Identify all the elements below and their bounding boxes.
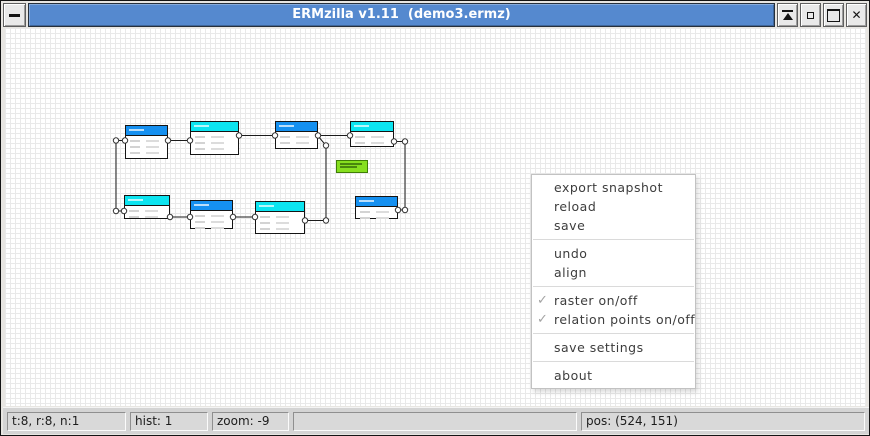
menu-item-save[interactable]: save bbox=[532, 216, 695, 235]
entity-node-t2[interactable] bbox=[190, 121, 239, 155]
menu-item-export-snapshot[interactable]: export snapshot bbox=[532, 178, 695, 197]
window-title: ERMzilla v1.11 (demo3.ermz) bbox=[28, 3, 775, 27]
entity-node-t6[interactable] bbox=[190, 200, 233, 229]
menu-separator bbox=[533, 286, 694, 287]
menu-item-label: save settings bbox=[554, 340, 644, 355]
status-panel-history: hist: 1 bbox=[130, 411, 208, 431]
entity-node-t3[interactable] bbox=[275, 121, 318, 149]
checkmark-icon: ✓ bbox=[537, 293, 549, 308]
checkmark-icon: ✓ bbox=[537, 312, 549, 327]
entity-header bbox=[125, 196, 169, 206]
entity-header bbox=[276, 122, 317, 132]
entity-field-row bbox=[125, 206, 169, 212]
context-menu: export snapshot reload save undo align ✓ raste… bbox=[531, 174, 696, 389]
menu-item-label: undo bbox=[554, 246, 588, 261]
menu-separator bbox=[533, 361, 694, 362]
entity-node-t1[interactable] bbox=[125, 125, 168, 159]
entity-node-t8[interactable] bbox=[355, 196, 398, 219]
entity-field-row bbox=[125, 212, 169, 218]
entity-header bbox=[256, 202, 304, 212]
menu-item-about[interactable]: about bbox=[532, 366, 695, 385]
diagram-canvas[interactable]: export snapshot reload save undo align ✓ raste… bbox=[5, 28, 866, 406]
close-button[interactable]: ✕ bbox=[846, 3, 867, 27]
entity-field-row bbox=[256, 224, 304, 230]
shade-icon bbox=[782, 10, 793, 20]
entity-field-row bbox=[256, 212, 304, 218]
status-panel-spare bbox=[293, 411, 577, 431]
entity-field-row bbox=[191, 217, 232, 223]
entity-header bbox=[356, 197, 397, 207]
entity-field-row bbox=[356, 207, 397, 213]
entity-field-row bbox=[276, 138, 317, 144]
entity-header bbox=[191, 122, 238, 132]
menu-item-label: about bbox=[554, 368, 593, 383]
entity-field-row bbox=[126, 136, 167, 142]
menu-separator bbox=[533, 239, 694, 240]
entity-field-row bbox=[256, 218, 304, 224]
entity-field-row bbox=[191, 144, 238, 150]
entity-field-row bbox=[126, 142, 167, 148]
entity-header bbox=[126, 126, 167, 136]
entity-field-row bbox=[191, 132, 238, 138]
note-node[interactable] bbox=[336, 160, 368, 173]
entity-field-row bbox=[351, 138, 393, 144]
menu-item-raster-on-off[interactable]: ✓ raster on/off bbox=[532, 291, 695, 310]
menu-item-label: align bbox=[554, 265, 587, 280]
menu-item-save-settings[interactable]: save settings bbox=[532, 338, 695, 357]
menu-item-relation-points-on-off[interactable]: ✓ relation points on/off bbox=[532, 310, 695, 329]
entity-node-t7[interactable] bbox=[255, 201, 305, 234]
menu-item-label: save bbox=[554, 218, 586, 233]
entity-field-row bbox=[356, 213, 397, 219]
entity-field-row bbox=[126, 148, 167, 154]
entity-field-row bbox=[191, 211, 232, 217]
entity-field-row bbox=[276, 132, 317, 138]
entity-node-t5[interactable] bbox=[124, 195, 170, 219]
iconify-icon bbox=[807, 11, 814, 19]
menu-item-label: relation points on/off bbox=[554, 312, 696, 327]
menu-item-undo[interactable]: undo bbox=[532, 244, 695, 263]
window-menu-button[interactable] bbox=[3, 3, 26, 27]
close-icon: ✕ bbox=[851, 8, 862, 22]
entity-header bbox=[191, 201, 232, 211]
entity-field-row bbox=[191, 223, 232, 229]
iconify-button[interactable] bbox=[800, 3, 821, 27]
maximize-button[interactable] bbox=[823, 3, 844, 27]
maximize-icon bbox=[827, 8, 840, 22]
titlebar: ERMzilla v1.11 (demo3.ermz) ✕ bbox=[3, 3, 867, 27]
status-panel-position: pos: (524, 151) bbox=[581, 411, 865, 431]
entity-node-t4[interactable] bbox=[350, 121, 394, 147]
status-panel-counts: t:8, r:8, n:1 bbox=[7, 411, 126, 431]
node-layer bbox=[5, 28, 866, 406]
entity-header bbox=[351, 122, 393, 132]
menu-item-label: export snapshot bbox=[554, 180, 663, 195]
menu-item-reload[interactable]: reload bbox=[532, 197, 695, 216]
menu-item-align[interactable]: align bbox=[532, 263, 695, 282]
menu-separator bbox=[533, 333, 694, 334]
menu-item-label: reload bbox=[554, 199, 597, 214]
status-panel-zoom: zoom: -9 bbox=[212, 411, 289, 431]
menu-item-label: raster on/off bbox=[554, 293, 638, 308]
entity-field-row bbox=[351, 132, 393, 138]
minus-icon bbox=[9, 13, 20, 17]
entity-field-row bbox=[191, 138, 238, 144]
shade-button[interactable] bbox=[777, 3, 798, 27]
